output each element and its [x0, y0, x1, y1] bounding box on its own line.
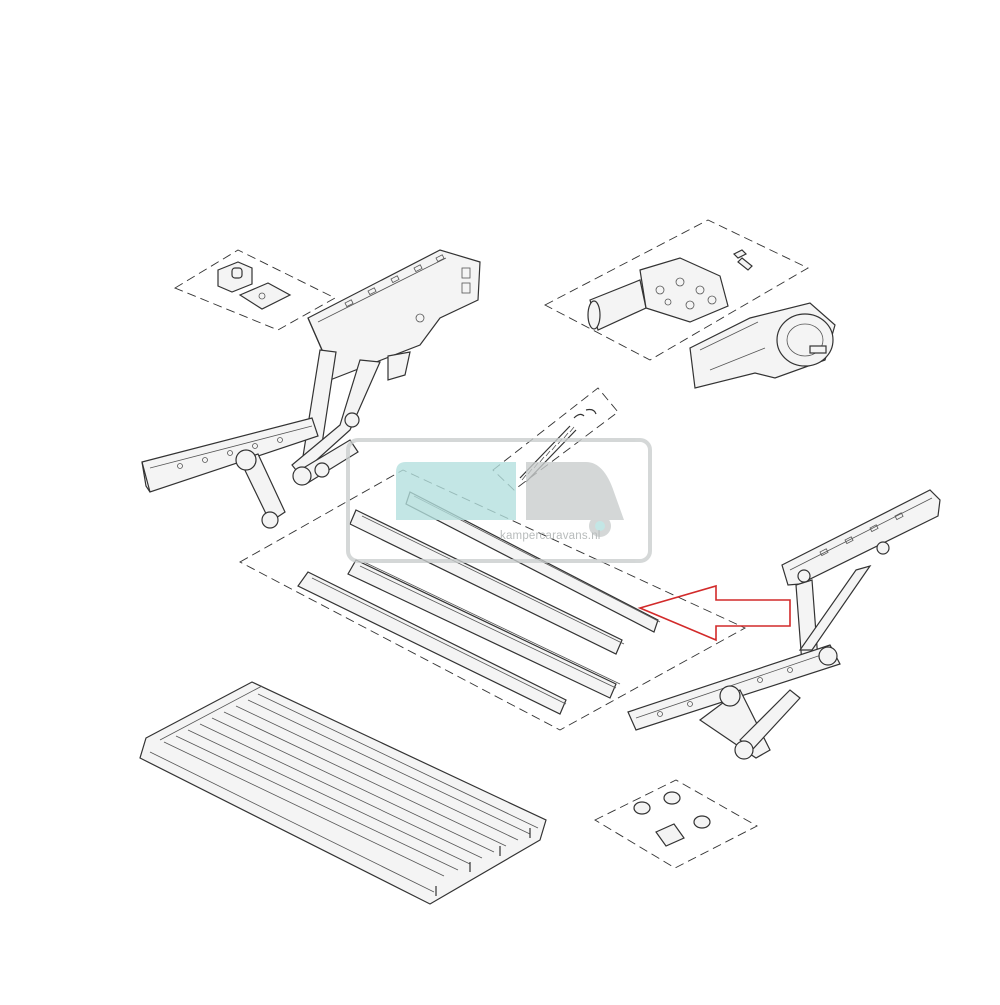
profile-strips-box — [239, 469, 746, 731]
left-bracket-assembly — [141, 249, 481, 529]
right-bracket-assembly — [627, 489, 941, 760]
watermark-text: kampercaravans.nl — [500, 530, 601, 542]
motor-parts-box — [544, 219, 836, 389]
small-parts-box-left — [173, 249, 336, 331]
watermark-logo — [346, 438, 652, 563]
small-parts-box-right — [594, 779, 758, 869]
step-plate — [139, 681, 547, 905]
callout-arrow — [637, 584, 791, 642]
